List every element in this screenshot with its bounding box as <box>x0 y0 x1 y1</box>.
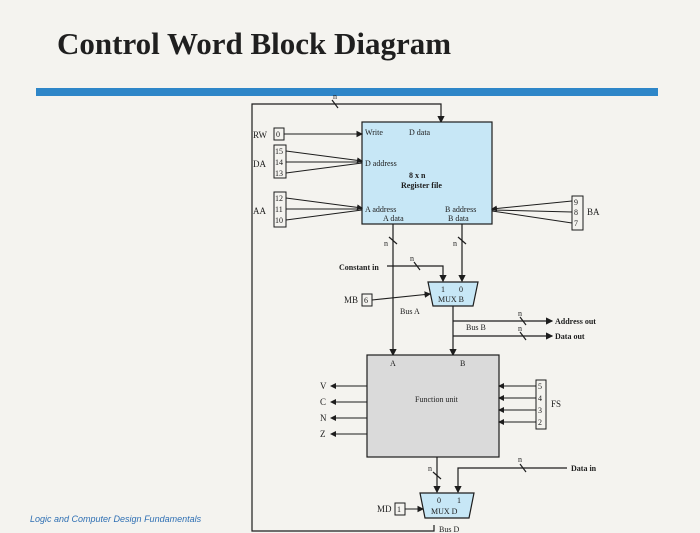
da-bit-15: 15 <box>275 147 283 156</box>
da-bit-13: 13 <box>275 169 283 178</box>
data-in-wire <box>454 463 567 494</box>
mux-b-input-0: 0 <box>459 285 463 294</box>
function-unit-name: Function unit <box>415 395 459 404</box>
function-unit-box <box>366 354 500 458</box>
fs-bit-box <box>535 379 547 430</box>
d-address-port-label: D address <box>365 159 397 168</box>
footer-book-title: Logic and Computer Design Fundamentals <box>30 514 202 524</box>
ba-bit-9: 9 <box>574 198 578 207</box>
ba-wires <box>491 200 573 224</box>
function-unit-input-b: B <box>460 359 465 368</box>
aa-wires <box>285 197 363 221</box>
page-title: Control Word Block Diagram <box>57 26 452 61</box>
constant-in-label: Constant in <box>339 263 379 272</box>
bus-d-label: Bus D <box>439 525 459 533</box>
bus-d-feedback-wire <box>251 99 445 532</box>
mux-b-shape <box>427 281 479 307</box>
function-output-width-label: n <box>428 464 432 473</box>
data-out-width-label: n <box>518 324 522 333</box>
register-file-box <box>361 121 493 225</box>
da-wires <box>285 150 363 174</box>
constant-in-wire <box>387 261 447 283</box>
write-port-label: Write <box>365 128 383 137</box>
fs-bit-5: 5 <box>538 382 542 391</box>
bus-a-wire <box>388 224 398 357</box>
a-data-port-label: A data <box>383 214 404 223</box>
bus-b-wire <box>449 306 554 357</box>
aa-bit-11: 11 <box>275 205 283 214</box>
a-address-port-label: A address <box>365 205 396 214</box>
flag-z: Z <box>320 429 326 439</box>
b-data-width-label: n <box>453 239 457 248</box>
bus-a-label: Bus A <box>400 307 420 316</box>
address-out-label: Address out <box>555 317 596 326</box>
data-out-label: Data out <box>555 332 585 341</box>
register-file-name: Register file <box>401 181 442 190</box>
a-data-width-label: n <box>384 239 388 248</box>
fs-bit-3: 3 <box>538 406 542 415</box>
fs-wires <box>498 383 536 425</box>
mux-b-input-1: 1 <box>441 285 445 294</box>
fs-bit-2: 2 <box>538 418 542 427</box>
mb-bit-6: 6 <box>364 296 368 305</box>
function-unit-input-a: A <box>390 359 396 368</box>
mux-b-name: MUX B <box>438 295 464 304</box>
rw-bit-0: 0 <box>276 130 280 139</box>
d-data-port-label: D data <box>409 128 431 137</box>
aa-bit-12: 12 <box>275 194 283 203</box>
aa-bit-10: 10 <box>275 216 283 225</box>
data-in-width-label: n <box>518 455 522 464</box>
flag-n: N <box>320 413 327 423</box>
function-output-wire <box>432 457 442 494</box>
fs-field-label: FS <box>551 399 561 409</box>
rw-field-label: RW <box>253 130 268 140</box>
b-address-port-label: B address <box>445 205 476 214</box>
address-out-width-label: n <box>518 309 522 318</box>
feedback-width-label: n <box>333 92 337 101</box>
da-bit-14: 14 <box>275 158 283 167</box>
mux-d-input-0: 0 <box>437 496 441 505</box>
flag-wires <box>330 383 367 437</box>
data-in-label: Data in <box>571 464 597 473</box>
md-bit-1: 1 <box>397 505 401 514</box>
b-data-port-label: B data <box>448 214 469 223</box>
constant-in-width-label: n <box>410 254 414 263</box>
register-file-size: 8 x n <box>409 171 426 180</box>
b-data-wire <box>457 224 467 283</box>
title-underline-bar <box>36 88 658 96</box>
md-field-label: MD <box>377 504 392 514</box>
da-field-label: DA <box>253 159 266 169</box>
flag-c: C <box>320 397 326 407</box>
ba-bit-7: 7 <box>574 219 578 228</box>
mux-d-input-1: 1 <box>457 496 461 505</box>
mb-wire <box>371 291 432 301</box>
flag-v: V <box>320 381 327 391</box>
mb-field-label: MB <box>344 295 358 305</box>
ba-bit-8: 8 <box>574 208 578 217</box>
ba-bit-box <box>571 195 584 231</box>
ba-field-label: BA <box>587 207 600 217</box>
fs-bit-4: 4 <box>538 394 542 403</box>
aa-field-label: AA <box>253 206 266 216</box>
mux-d-name: MUX D <box>431 507 458 516</box>
bus-b-label: Bus B <box>466 323 486 332</box>
